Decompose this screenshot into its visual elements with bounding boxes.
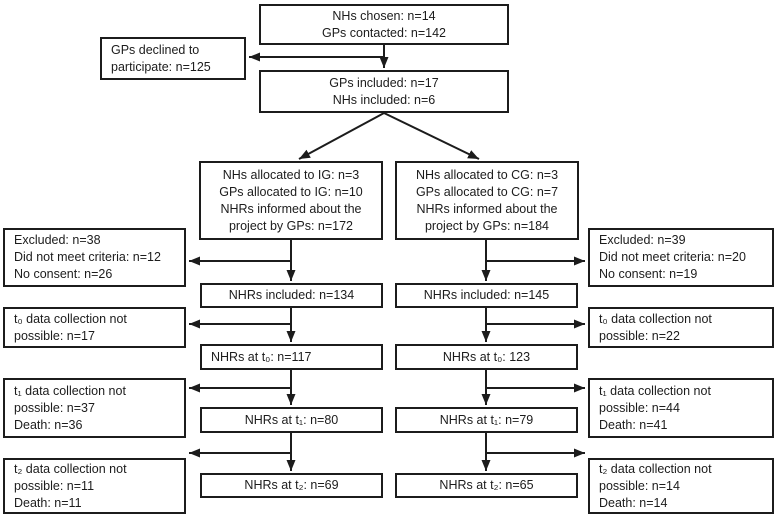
- box-nhrs-included-ig: NHRs included: n=134: [200, 283, 383, 308]
- box-t0-not-possible-cg: t₀ data collection not possible: n=22: [588, 307, 774, 348]
- text-line: Did not meet criteria: n=12: [14, 250, 161, 264]
- box-nhrs-t0-ig: NHRs at t₀: n=117: [200, 344, 383, 370]
- box-nhrs-t2-ig: NHRs at t₂: n=69: [200, 473, 383, 498]
- text-line: No consent: n=26: [14, 267, 113, 281]
- arrow-to-alloc-cg: [383, 112, 480, 160]
- text-line: possible: n=22: [599, 328, 680, 343]
- box-nhrs-t0-cg: NHRs at t₀: 123: [395, 344, 578, 370]
- text-line: possible: n=17: [14, 328, 95, 343]
- text-line: GPs declined to: [111, 42, 200, 57]
- text-line: Excluded: n=39: [599, 233, 686, 247]
- text-line: participate: n=125: [111, 59, 211, 74]
- text-line: NHRs at t₂: n=69: [244, 478, 339, 492]
- box-gps-declined: GPs declined to participate: n=125: [100, 37, 246, 80]
- text-line: NHRs at t₀: n=117: [211, 349, 312, 364]
- text-line: NHs allocated to CG: n=3: [415, 167, 559, 182]
- text-line: Did not meet criteria: n=20: [599, 250, 746, 264]
- text-line: t₁ data collection not: [14, 383, 126, 398]
- text-line: NHRs at t₀: 123: [442, 349, 531, 364]
- text-line: NHs allocated to IG: n=3: [222, 167, 360, 182]
- text-line: Excluded: n=38: [14, 233, 101, 247]
- box-nhs-chosen: NHs chosen: n=14 GPs contacted: n=142: [259, 4, 509, 45]
- text-line: GPs contacted: n=142: [321, 25, 447, 40]
- text-line: NHs chosen: n=14: [332, 8, 436, 23]
- text-line: Death: n=41: [599, 417, 668, 432]
- text-line: t₀ data collection not: [599, 311, 712, 326]
- arrow-to-alloc-ig: [298, 112, 385, 160]
- text-line: NHRs at t₁: n=80: [244, 412, 339, 427]
- box-nhrs-t1-cg: NHRs at t₁: n=79: [395, 407, 578, 433]
- box-nhrs-included-cg: NHRs included: n=145: [395, 283, 578, 308]
- text-line: possible: n=14: [599, 478, 680, 493]
- box-excluded-ig: Excluded: n=38 Did not meet criteria: n=…: [3, 228, 186, 287]
- text-line: Death: n=11: [14, 495, 82, 510]
- box-excluded-cg: Excluded: n=39 Did not meet criteria: n=…: [588, 228, 774, 287]
- text-line: GPs included: n=17: [329, 75, 439, 90]
- text-line: NHRs included: n=145: [423, 288, 550, 302]
- text-line: t₂ data collection not: [14, 461, 127, 476]
- text-line: NHRs at t₁: n=79: [439, 412, 534, 427]
- box-t0-not-possible-ig: t₀ data collection not possible: n=17: [3, 307, 186, 348]
- text-line: possible: n=44: [599, 400, 680, 415]
- text-line: Death: n=14: [599, 495, 668, 510]
- text-line: NHRs at t₂: n=65: [439, 478, 534, 492]
- text-line: project by GPs: n=172: [228, 218, 354, 233]
- text-line: t₀ data collection not: [14, 311, 127, 326]
- text-line: t₂ data collection not: [599, 461, 712, 476]
- box-allocated-cg: NHs allocated to CG: n=3 GPs allocated t…: [395, 161, 579, 240]
- text-line: possible: n=37: [14, 400, 95, 415]
- text-line: GPs allocated to CG: n=7: [415, 184, 559, 199]
- text-line: Death: n=36: [14, 417, 83, 432]
- box-allocated-ig: NHs allocated to IG: n=3 GPs allocated t…: [199, 161, 383, 240]
- box-nhrs-t1-ig: NHRs at t₁: n=80: [200, 407, 383, 433]
- box-t2-not-possible-cg: t₂ data collection not possible: n=14 De…: [588, 458, 774, 514]
- text-line: possible: n=11: [14, 478, 95, 493]
- box-t1-not-possible-ig: t₁ data collection not possible: n=37 De…: [3, 378, 186, 438]
- text-line: NHRs informed about the: [416, 201, 558, 216]
- box-gps-included: GPs included: n=17 NHs included: n=6: [259, 70, 509, 113]
- text-line: GPs allocated to IG: n=10: [219, 184, 363, 199]
- text-line: NHRs included: n=134: [228, 288, 355, 302]
- text-line: No consent: n=19: [599, 267, 698, 281]
- box-t2-not-possible-ig: t₂ data collection not possible: n=11 De…: [3, 458, 186, 514]
- text-line: t₁ data collection not: [599, 383, 711, 398]
- text-line: project by GPs: n=184: [424, 218, 550, 233]
- box-t1-not-possible-cg: t₁ data collection not possible: n=44 De…: [588, 378, 774, 438]
- text-line: NHs included: n=6: [332, 92, 436, 107]
- text-line: NHRs informed about the: [220, 201, 362, 216]
- box-nhrs-t2-cg: NHRs at t₂: n=65: [395, 473, 578, 498]
